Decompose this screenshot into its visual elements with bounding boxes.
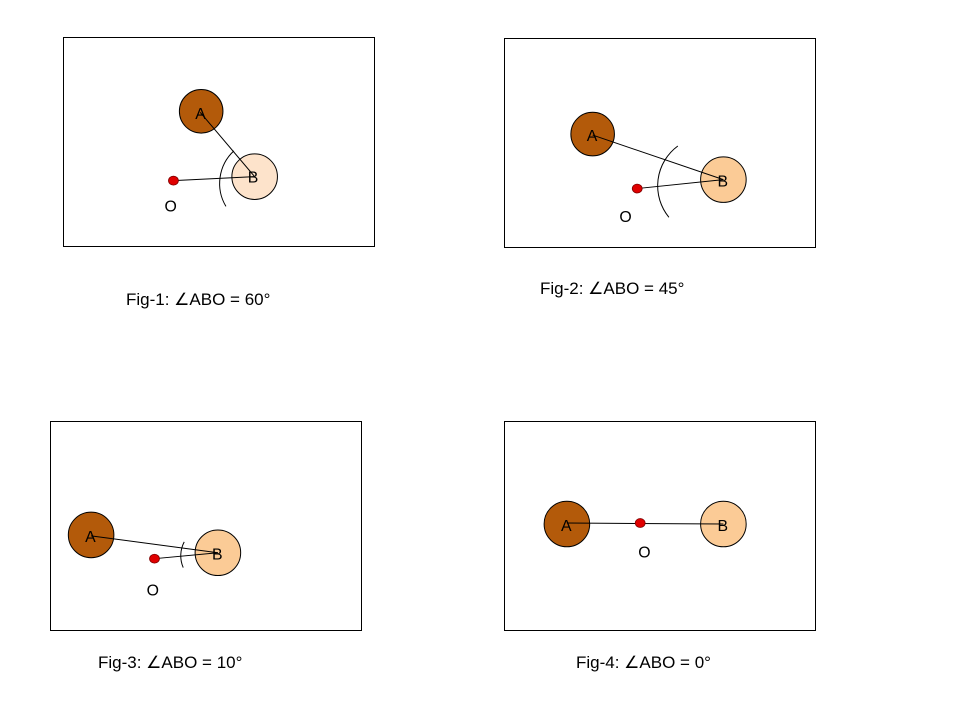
figure-3-caption: Fig-3: ∠ABO = 10°	[98, 653, 243, 672]
figure-2-line-ob	[637, 179, 724, 190]
figure-4-label-a: A	[561, 518, 572, 535]
figure-3-circle-a	[67, 511, 115, 559]
figure-3-point-o	[149, 553, 160, 564]
figure-3-line-ab	[91, 535, 218, 554]
figure-2-circle-a	[570, 111, 615, 157]
figure-3-panel: A B O	[50, 421, 362, 631]
figure-1-circle-a	[178, 89, 224, 134]
figure-4-label-o: O	[638, 545, 650, 562]
figure-1-line-ab	[199, 111, 256, 177]
figure-2-angle-arc	[657, 145, 679, 218]
figure-2-panel: A B O	[504, 38, 816, 248]
figure-2-label-o: O	[619, 209, 631, 226]
figure-4-label-b: B	[717, 518, 728, 535]
figure-1-label-a: A	[195, 106, 206, 123]
figure-4-panel: A B O	[504, 421, 816, 631]
figure-4-diagram: A B O	[543, 500, 747, 562]
figure-1-line-ob	[173, 176, 255, 182]
figure-2-diagram: A B O	[570, 111, 747, 226]
figure-4-caption: Fig-4: ∠ABO = 0°	[576, 653, 711, 672]
figure-1-diagram: A B O	[165, 89, 278, 215]
figure-3-label-o: O	[147, 582, 159, 599]
figure-3-label-b: B	[212, 547, 223, 564]
figure-3-line-ob	[154, 552, 218, 560]
figure-3-diagram: A B O	[67, 511, 242, 599]
figure-1-panel: A B O	[63, 37, 375, 247]
figure-4-circle-a	[543, 500, 591, 548]
figure-2-label-a: A	[587, 128, 598, 145]
figure-1-point-o	[168, 175, 179, 186]
figure-2-circle-b	[700, 156, 747, 203]
figure-2-label-b: B	[717, 174, 728, 191]
figure-3-label-a: A	[85, 529, 96, 546]
figure-2-caption: Fig-2: ∠ABO = 45°	[540, 279, 685, 298]
figure-1-label-b: B	[248, 170, 259, 187]
figure-4-point-o	[634, 518, 646, 528]
figure-1-angle-arc	[219, 150, 235, 207]
figure-3-angle-arc	[180, 541, 185, 568]
figure-2-point-o	[631, 183, 643, 194]
figure-1-label-o: O	[165, 198, 177, 215]
figure-1-caption: Fig-1: ∠ABO = 60°	[126, 290, 271, 309]
figure-2-line-ab	[592, 134, 724, 181]
